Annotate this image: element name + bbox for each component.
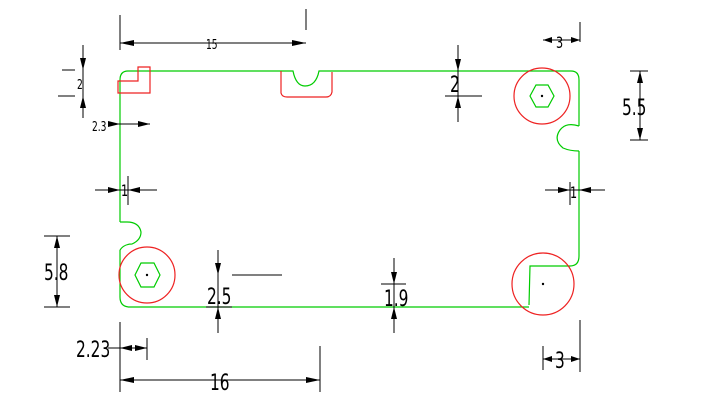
- top-slot-red: [280, 71, 333, 98]
- arrow: [215, 263, 221, 275]
- arrow: [455, 59, 461, 71]
- top-right-hole: [513, 67, 571, 125]
- dim-label-left-offset: 2.3: [92, 119, 106, 134]
- outline-right-edge: [528, 151, 580, 306]
- arrowheads: [54, 37, 643, 383]
- dim-label-bottom-width: 16: [210, 370, 230, 395]
- bottom-left-hole: [118, 246, 176, 304]
- arrow: [391, 272, 397, 284]
- arrow: [543, 356, 552, 362]
- arrow: [138, 121, 150, 127]
- arrow: [215, 307, 221, 319]
- arrow: [80, 96, 86, 108]
- dim-label-top-notch-depth: 2: [450, 72, 460, 97]
- top-right-center: [540, 94, 544, 98]
- arrow: [120, 345, 132, 351]
- dim-label-right-wall: 1: [570, 184, 577, 203]
- dim-label-top-width: 15: [206, 37, 218, 52]
- arrow: [54, 295, 60, 307]
- arrow: [80, 58, 86, 70]
- bottom-right-center: [541, 282, 545, 286]
- red-features: [117, 66, 575, 316]
- arrow: [54, 236, 60, 248]
- arrow: [571, 37, 580, 43]
- dim-label-bottom-wall: 1.9: [384, 286, 408, 311]
- bottom-right-hole: [511, 252, 575, 316]
- dim-label-top-right-offset: 3: [556, 34, 563, 53]
- outline-left-edge: [119, 70, 129, 222]
- dim-label-bottom-inner: 2.5: [207, 284, 231, 309]
- bottom-left-center: [145, 273, 149, 277]
- outline-right-notch: [556, 124, 580, 152]
- dim-label-top-left-notch: 2: [77, 77, 83, 92]
- arrow: [637, 128, 643, 140]
- green-inner-shapes: [134, 84, 555, 288]
- arrow: [292, 40, 306, 46]
- dim-label-bottom-left-offset: 2.23: [76, 337, 110, 362]
- arrow: [108, 121, 120, 127]
- outline-top-edge-right: [330, 70, 580, 126]
- dim-label-left-wall: 1: [121, 182, 128, 201]
- arrow: [391, 307, 397, 319]
- arrow: [579, 187, 591, 193]
- bottom-left-hexagon: [134, 262, 161, 288]
- arrow: [135, 345, 147, 351]
- dim-label-right-height: 5.5: [622, 95, 646, 120]
- outline-top-slot: [281, 70, 330, 87]
- outline-left-notch: [119, 221, 142, 251]
- arrow: [128, 187, 140, 193]
- arrow: [543, 37, 552, 43]
- arrow: [120, 377, 134, 383]
- dimension-lines: [44, 9, 648, 392]
- arrow: [571, 356, 580, 362]
- top-left-corner-mark: [117, 66, 151, 94]
- dim-label-left-height: 5.8: [44, 260, 68, 285]
- outline-bottom-edge: [119, 250, 529, 308]
- arrow: [637, 71, 643, 83]
- plate-outline: [119, 70, 580, 308]
- arrow: [558, 187, 570, 193]
- arrow: [120, 40, 134, 46]
- arrow: [455, 96, 461, 108]
- arrow: [108, 187, 120, 193]
- arrow: [306, 377, 320, 383]
- dimension-labels: 15 3 2 2.3 2 5.5 1 1 5.8 2.5 1.9 2.23 16…: [44, 34, 646, 396]
- top-right-hexagon: [529, 84, 555, 108]
- dim-label-bottom-right-offset: 3: [555, 348, 565, 373]
